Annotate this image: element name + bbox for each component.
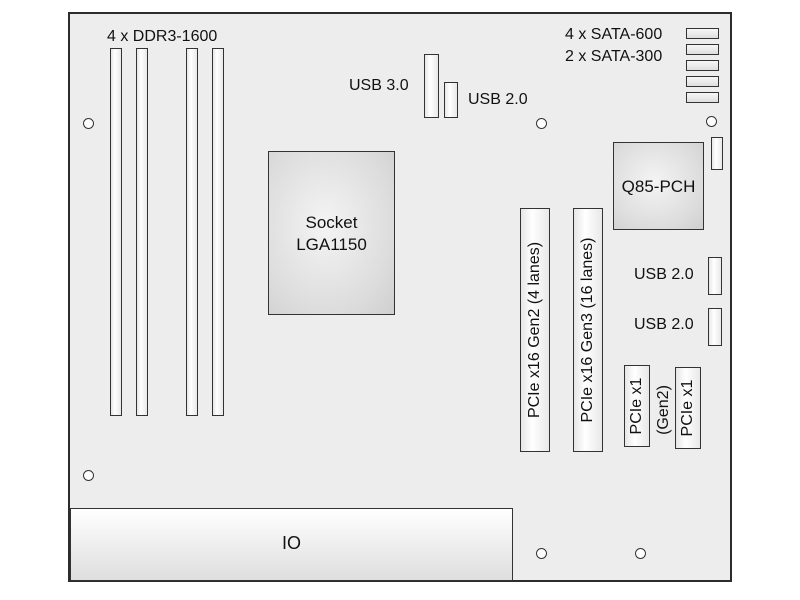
io-panel: IO bbox=[70, 508, 513, 581]
pch-side-header bbox=[711, 137, 723, 170]
mounting-hole bbox=[536, 118, 547, 129]
pcie-x16-gen2-slot: PCIe x16 Gen2 (4 lanes) bbox=[520, 208, 550, 452]
pcie-gen3-label: PCIe x16 Gen3 (16 lanes) bbox=[579, 237, 596, 423]
mounting-hole bbox=[635, 548, 646, 559]
mounting-hole bbox=[83, 118, 94, 129]
sata300-label: 2 x SATA-300 bbox=[565, 48, 663, 65]
dimm-slot-3 bbox=[186, 48, 198, 416]
pcie-x1-slot-a: PCIe x1 bbox=[624, 365, 650, 447]
sata-port-2 bbox=[686, 44, 719, 55]
sata600-label: 4 x SATA-600 bbox=[565, 26, 663, 43]
dimm-slot-2 bbox=[136, 48, 148, 416]
pcie-x1-a-label: PCIe x1 bbox=[628, 377, 645, 435]
mounting-hole bbox=[83, 470, 94, 481]
sata-port-4 bbox=[686, 76, 719, 87]
socket-label-line2: LGA1150 bbox=[296, 235, 367, 254]
pcie-x16-gen3-slot: PCIe x16 Gen3 (16 lanes) bbox=[573, 208, 603, 452]
cpu-socket: Socket LGA1150 bbox=[268, 151, 395, 315]
mounting-hole bbox=[706, 116, 717, 127]
dimm-slot-4 bbox=[212, 48, 224, 416]
pcie-x1-slot-b: PCIe x1 bbox=[675, 367, 701, 449]
sata-port-1 bbox=[686, 28, 719, 39]
motherboard-outline bbox=[68, 12, 732, 582]
usb2-header-right-2 bbox=[708, 308, 722, 346]
pcie-x1-gen2-note: (Gen2) bbox=[652, 375, 676, 445]
pch-label: Q85-PCH bbox=[621, 177, 696, 196]
sata-port-3 bbox=[686, 60, 719, 71]
usb2-header-top bbox=[444, 82, 458, 118]
sata-port-5 bbox=[686, 92, 719, 103]
pcie-x1-gen2-label: (Gen2) bbox=[655, 385, 672, 435]
pcie-gen2-label: PCIe x16 Gen2 (4 lanes) bbox=[526, 241, 543, 419]
usb2-right-label-2: USB 2.0 bbox=[634, 316, 694, 333]
usb2-header-right-1 bbox=[708, 257, 722, 295]
usb2-top-label: USB 2.0 bbox=[468, 91, 528, 108]
io-label: IO bbox=[281, 533, 301, 553]
usb3-label: USB 3.0 bbox=[349, 77, 409, 94]
dimm-slot-1 bbox=[110, 48, 122, 416]
mounting-hole bbox=[536, 548, 547, 559]
pch-chip: Q85-PCH bbox=[613, 142, 704, 230]
ddr-label: 4 x DDR3-1600 bbox=[107, 28, 218, 45]
pcie-x1-b-label: PCIe x1 bbox=[679, 379, 696, 437]
socket-label-line1: Socket bbox=[305, 213, 358, 232]
usb2-right-label-1: USB 2.0 bbox=[634, 266, 694, 283]
usb3-header bbox=[424, 54, 439, 118]
